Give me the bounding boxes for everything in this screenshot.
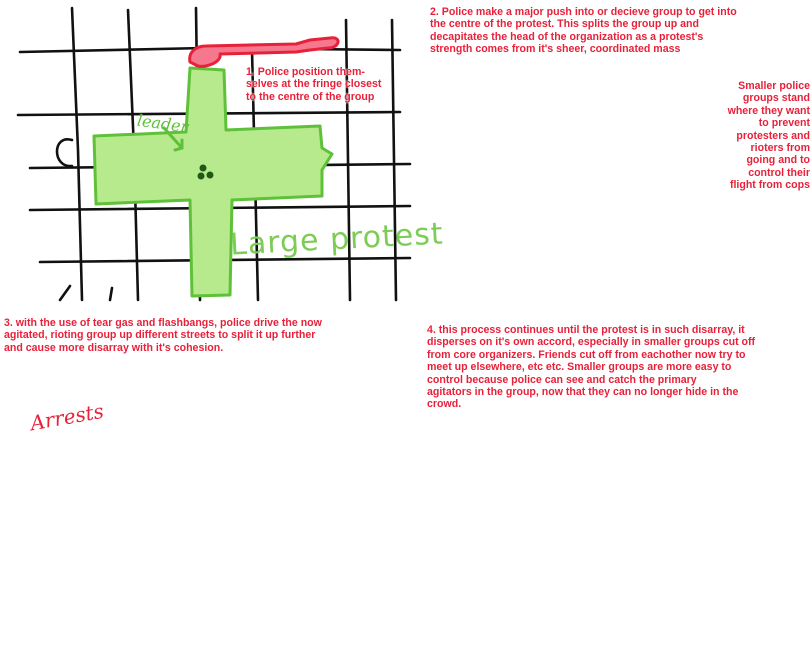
panel-4-caption: 4. this process continues until the prot… <box>427 324 812 411</box>
panel-1-caption: 1. Police position them- selves at the f… <box>246 66 416 103</box>
panel-3-caption: 3. with the use of tear gas and flashban… <box>4 317 404 354</box>
police-fringe-position <box>190 38 338 67</box>
panel-2-side-note: Smaller police groups stand where they w… <box>676 80 810 192</box>
panel-2-caption: 2. Police make a major push into or deci… <box>430 6 810 56</box>
